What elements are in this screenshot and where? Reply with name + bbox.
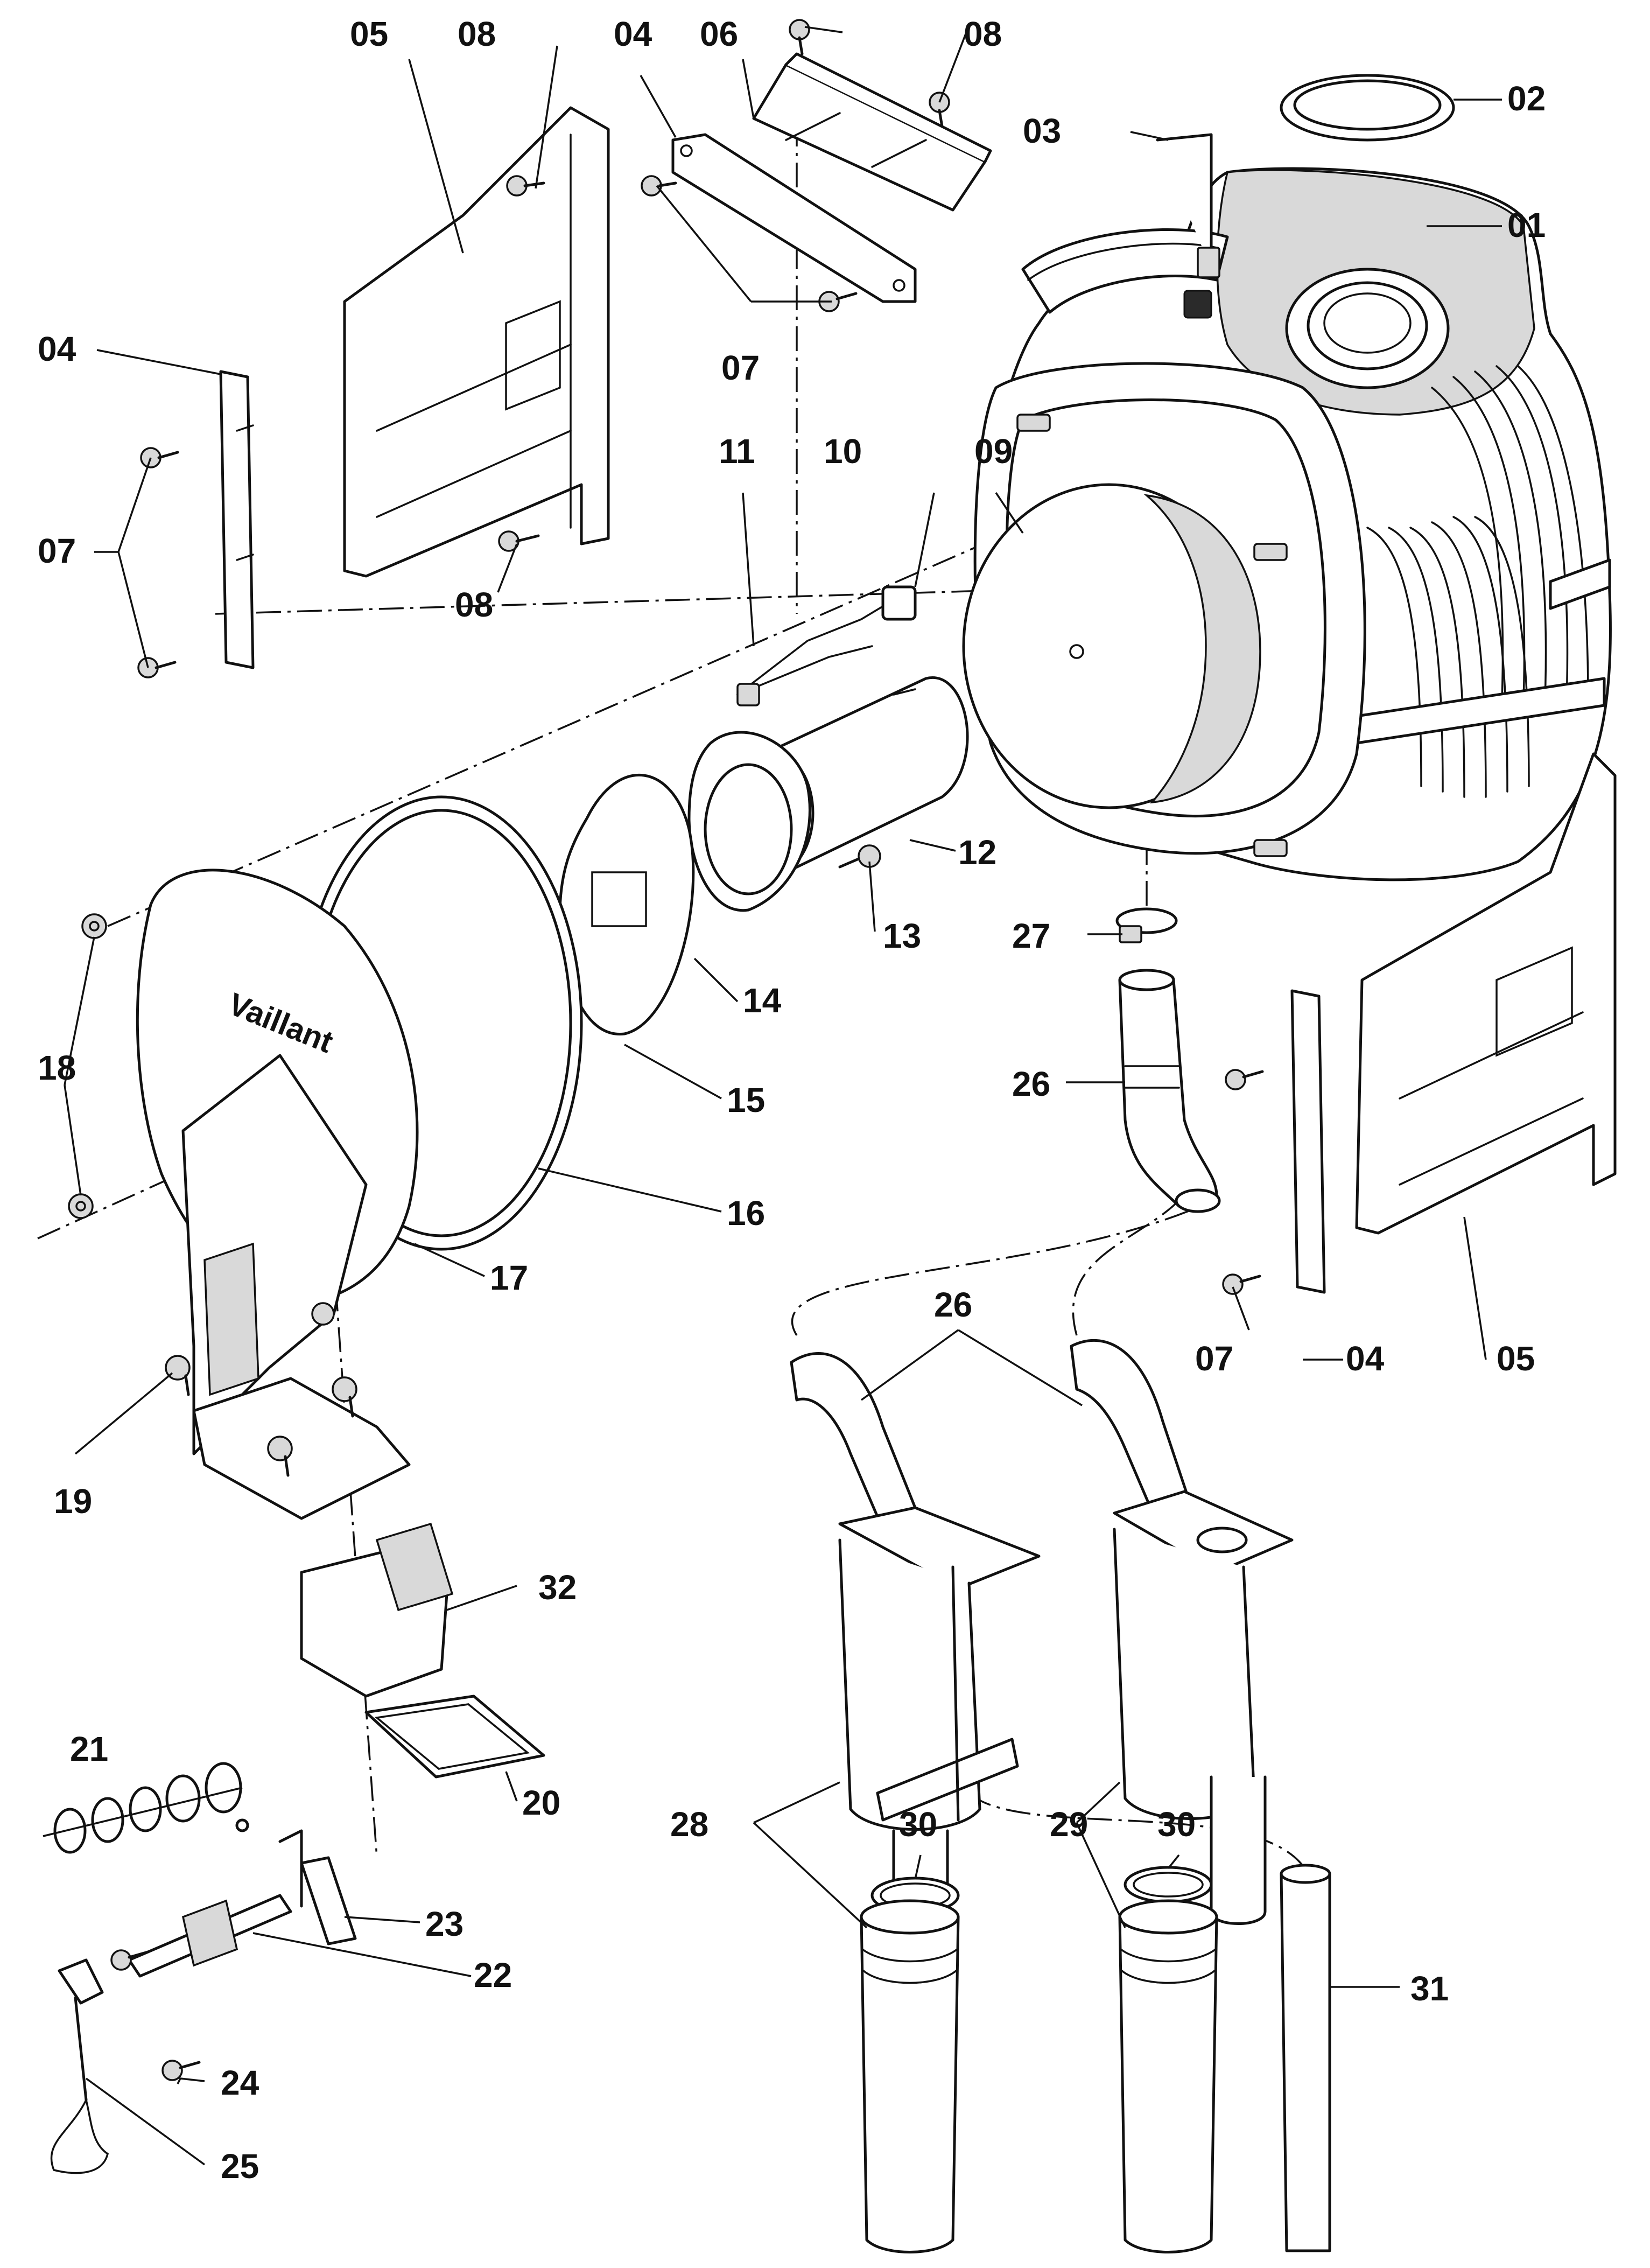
callout-29: 29 bbox=[1050, 1805, 1088, 1844]
nut-18-a bbox=[81, 913, 107, 939]
condensate-elbow bbox=[1118, 969, 1221, 1213]
electrode-gasket bbox=[300, 1856, 357, 1945]
ignition-cable-set bbox=[736, 585, 917, 706]
corrugated-hose-left bbox=[790, 1352, 917, 1531]
callout-07-top: 07 bbox=[721, 348, 760, 387]
callout-17: 17 bbox=[490, 1258, 528, 1297]
trap-cup-left bbox=[860, 1899, 960, 2253]
screw-13 bbox=[838, 844, 881, 869]
callout-18: 18 bbox=[38, 1048, 76, 1087]
screw-24-b bbox=[162, 2060, 201, 2081]
trap-cup-right bbox=[1118, 1899, 1218, 2253]
burner-door bbox=[136, 869, 419, 1520]
callout-24: 24 bbox=[221, 2063, 259, 2102]
top-bracket bbox=[752, 52, 992, 212]
callout-10: 10 bbox=[824, 432, 862, 471]
screw-07-c bbox=[140, 447, 179, 468]
callout-05-left: 05 bbox=[350, 15, 388, 53]
o-ring-right bbox=[1124, 1866, 1213, 1903]
side-bar-right bbox=[1290, 989, 1326, 1294]
callout-30-a: 30 bbox=[899, 1805, 937, 1844]
callout-26-b: 26 bbox=[934, 1285, 972, 1324]
callout-07-right: 07 bbox=[1195, 1339, 1233, 1378]
condensate-trap-left bbox=[838, 1506, 1041, 1957]
combustion-chamber-insulation bbox=[962, 483, 1261, 809]
burner-flange-gasket bbox=[687, 731, 811, 912]
screw-07-f bbox=[1222, 1273, 1261, 1295]
callout-02: 02 bbox=[1507, 79, 1546, 118]
screw-08-c bbox=[789, 19, 810, 55]
callout-04-top: 04 bbox=[614, 15, 652, 53]
control-box bbox=[300, 1522, 454, 1698]
callout-15: 15 bbox=[727, 1081, 765, 1119]
screw-19-c bbox=[267, 1436, 293, 1477]
drain-hose bbox=[1280, 1864, 1331, 2252]
screw-07-a bbox=[641, 175, 677, 197]
callout-28: 28 bbox=[670, 1805, 708, 1844]
callout-25: 25 bbox=[221, 2147, 259, 2186]
callout-01: 01 bbox=[1507, 206, 1546, 244]
screw-08-a bbox=[506, 175, 545, 197]
ignition-electrode bbox=[128, 1829, 303, 1978]
screw-19-b bbox=[332, 1376, 357, 1418]
screw-08-b bbox=[498, 530, 540, 552]
callout-08-c: 08 bbox=[455, 585, 493, 624]
temperature-sensor bbox=[1156, 133, 1220, 319]
hose-clamp bbox=[1115, 907, 1178, 943]
side-panel-left bbox=[343, 106, 610, 578]
callout-09: 09 bbox=[974, 432, 1013, 471]
washer-set bbox=[53, 1762, 242, 1854]
callout-03: 03 bbox=[1023, 111, 1061, 150]
callout-05-right: 05 bbox=[1497, 1339, 1535, 1378]
callout-labels: 01 02 03 04 04 04 05 05 06 07 07 07 08 0… bbox=[38, 15, 1546, 2186]
callout-04-left: 04 bbox=[38, 330, 76, 368]
callout-19: 19 bbox=[54, 1482, 92, 1521]
control-box-gasket bbox=[364, 1695, 545, 1779]
callout-14: 14 bbox=[743, 981, 782, 1020]
callout-06: 06 bbox=[700, 15, 738, 53]
callout-27: 27 bbox=[1012, 916, 1050, 955]
callout-12: 12 bbox=[958, 833, 996, 872]
callout-32: 32 bbox=[538, 1568, 577, 1607]
callout-13: 13 bbox=[883, 916, 921, 955]
side-bar-left bbox=[219, 370, 255, 669]
callout-22: 22 bbox=[474, 1956, 512, 1994]
screw-24-a bbox=[110, 1949, 150, 1971]
callout-31: 31 bbox=[1410, 1969, 1449, 2008]
callout-04-right: 04 bbox=[1346, 1339, 1385, 1378]
callout-20: 20 bbox=[522, 1783, 560, 1822]
flue-gasket-ring bbox=[1280, 74, 1455, 142]
nut-18-b bbox=[68, 1193, 94, 1219]
callout-11: 11 bbox=[719, 432, 755, 471]
ignition-lead bbox=[50, 1958, 109, 2174]
screw-07-e bbox=[1225, 1069, 1264, 1090]
callout-08-a: 08 bbox=[458, 15, 496, 53]
cross-bar bbox=[671, 133, 917, 303]
condensate-trap-right bbox=[1113, 1490, 1294, 1925]
callout-16: 16 bbox=[727, 1194, 765, 1233]
callout-26-a: 26 bbox=[1012, 1065, 1050, 1103]
corrugated-hose-right bbox=[1070, 1339, 1191, 1525]
side-panel-right bbox=[1355, 752, 1617, 1235]
callout-08-b: 08 bbox=[964, 15, 1002, 53]
callout-07-left: 07 bbox=[38, 531, 76, 570]
screw-07-d bbox=[137, 657, 177, 678]
callout-21: 21 bbox=[70, 1730, 108, 1768]
callout-23: 23 bbox=[425, 1905, 464, 1943]
leader-lines bbox=[43, 26, 1502, 2166]
callout-30-b: 30 bbox=[1157, 1805, 1196, 1844]
